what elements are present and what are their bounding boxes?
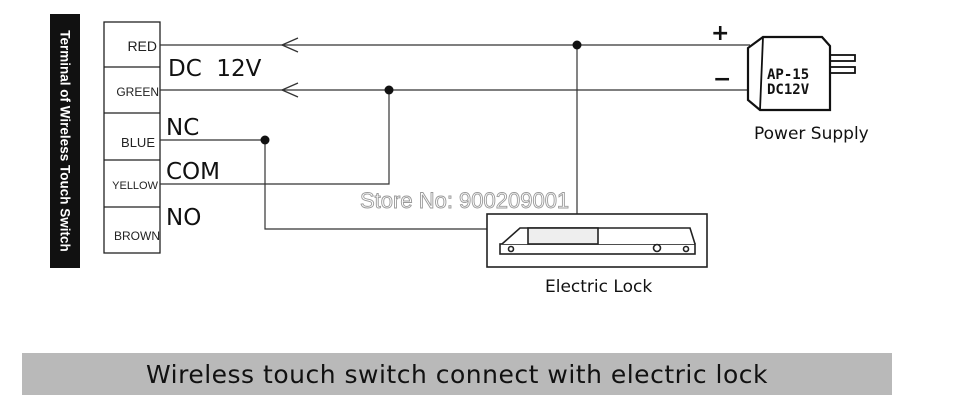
power-supply-rating: DC12V xyxy=(767,82,810,98)
label-no: NO xyxy=(166,205,201,231)
terminal-side-label: Terminal of Wireless Touch Switch xyxy=(50,14,80,268)
terminal-green: GREEN xyxy=(116,85,159,99)
arrow-green xyxy=(280,82,299,98)
terminal-brown: BROWN xyxy=(114,229,160,243)
caption-banner: Wireless touch switch connect with elect… xyxy=(22,353,892,395)
wire-com xyxy=(160,90,390,185)
electric-lock-label: Electric Lock xyxy=(545,277,652,297)
minus-sign: − xyxy=(713,67,731,92)
label-dc-12v: DC 12V xyxy=(168,56,262,82)
power-supply-label: Power Supply xyxy=(754,124,869,144)
power-supply-icon xyxy=(746,35,856,112)
wires xyxy=(160,37,750,230)
junction-dot xyxy=(384,85,394,95)
plus-sign: + xyxy=(711,21,729,46)
power-supply-model: AP-15 xyxy=(767,67,809,83)
label-com: COM xyxy=(166,159,220,185)
electric-lock-icon xyxy=(486,213,708,268)
label-nc: NC xyxy=(166,115,199,141)
junction-dot xyxy=(572,40,582,50)
terminal-block-frame xyxy=(103,21,161,254)
terminal-yellow: YELLOW xyxy=(112,180,158,192)
arrow-red xyxy=(280,37,299,53)
caption-text: Wireless touch switch connect with elect… xyxy=(145,359,768,389)
store-watermark: Store No: 900209001 xyxy=(360,188,569,213)
junction-dots xyxy=(260,40,582,145)
junction-dot xyxy=(260,135,270,145)
terminal-red: RED xyxy=(127,38,157,54)
lock-box xyxy=(486,213,708,268)
terminal-blue: BLUE xyxy=(121,135,155,150)
terminal-block xyxy=(103,21,161,254)
